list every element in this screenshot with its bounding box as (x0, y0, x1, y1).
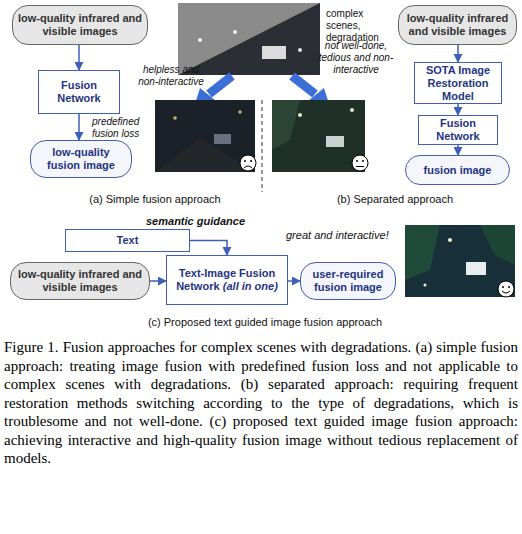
process-box: Text-Image Fusion Network(all in one) (166, 255, 288, 305)
fusion-photo (155, 100, 255, 172)
tree-shape (405, 225, 440, 280)
tree-shape (272, 100, 300, 150)
neutral-face (352, 155, 368, 171)
process-box: SOTA Image Restoration Model (414, 62, 502, 104)
light-dot (233, 30, 237, 34)
car-shape (262, 46, 286, 59)
box-body: fusion image (424, 164, 492, 177)
process-box: low-quality infrared and visible images (398, 5, 517, 45)
face-eye (362, 160, 364, 162)
car-shape (326, 136, 344, 147)
box-text: low-quality fusion image (47, 146, 115, 171)
face-mouth (502, 291, 510, 293)
light-dot (424, 284, 427, 287)
annotation-label: great and interactive! (286, 229, 396, 242)
big-arrow-shaft (292, 76, 315, 94)
process-box: low-quality infrared and visible images (10, 262, 150, 300)
box-body: low-quality infrared and visible images (403, 12, 512, 38)
road-shape (155, 138, 255, 172)
box-body: low-quality infrared and visible images (15, 268, 145, 294)
car-shape (214, 134, 231, 144)
process-box: Fusion Network (418, 115, 498, 145)
light-dot (198, 38, 202, 42)
box-text: low-quality infrared and visible images (407, 12, 508, 37)
box-body: low-quality fusion image (35, 146, 127, 172)
process-box: Fusion Network (38, 70, 120, 114)
box-text: fusion image (424, 164, 492, 176)
big-arrow-shaft (209, 76, 232, 94)
face-mouth (356, 166, 364, 167)
face-outline (498, 281, 514, 297)
process-box: user-required fusion image (300, 262, 396, 300)
fusion-photo (405, 225, 515, 297)
edge-label: semantic guidance (146, 215, 256, 228)
fusion-photo (272, 100, 365, 172)
box-text: low-quality infrared and visible images (18, 12, 142, 37)
annotation-label: (b) Separated approach (310, 193, 480, 206)
arrow-connector (457, 104, 459, 115)
face-outline (352, 155, 368, 171)
tree-shape (480, 225, 515, 265)
annotation-label: complex scenes, degradation (326, 8, 398, 44)
annotation-label: (c) Proposed text guided image fusion ap… (110, 316, 420, 329)
process-box: fusion image (405, 155, 510, 185)
annotation-label: (a) Simple fusion approach (60, 193, 250, 206)
arrow-connector (190, 241, 227, 256)
arrow-connector (288, 280, 300, 282)
arrow-connector (457, 45, 459, 62)
edge-label: predefined fusion loss (92, 116, 150, 140)
light-dot (448, 238, 452, 242)
box-body: Fusion Network (43, 79, 115, 105)
arrow-connector (457, 145, 459, 155)
process-box: Text (65, 229, 190, 252)
box-text: Fusion Network (57, 79, 100, 104)
light-dot (173, 116, 177, 120)
face-eye (250, 160, 252, 162)
car-shape (466, 262, 486, 275)
box-body: Fusion Network (423, 117, 493, 143)
box-text: (all in one) (223, 280, 278, 292)
arrow-connector (78, 45, 80, 70)
annotation-label: helpless and non-interactive (138, 64, 204, 88)
divider-line (262, 100, 263, 192)
face-eye (502, 286, 504, 288)
face-mouth (244, 166, 252, 168)
box-text: SOTA Image Restoration Model (426, 64, 490, 102)
happy-face (498, 281, 514, 297)
arrow-connector (78, 114, 80, 140)
box-text: Fusion Network (436, 117, 479, 142)
box-body: SOTA Image Restoration Model (419, 64, 497, 103)
sad-face (240, 155, 256, 171)
figure-caption: Figure 1. Fusion approaches for complex … (4, 338, 518, 468)
box-text: Text (117, 234, 139, 246)
box-body: Text-Image Fusion Network(all in one) (171, 267, 283, 293)
annotation-label: not well-done, tedious and non-interacti… (318, 40, 394, 76)
box-body: user-required fusion image (305, 268, 391, 294)
process-box: low-quality fusion image (30, 140, 132, 178)
face-eye (508, 286, 510, 288)
face-eye (244, 160, 246, 162)
light-dot (350, 108, 354, 112)
light-dot (298, 48, 302, 52)
box-body: low-quality infrared and visible images (17, 12, 143, 38)
face-eye (356, 160, 358, 162)
light-dot (298, 113, 302, 117)
box-text: user-required fusion image (313, 268, 384, 293)
scene-photo (178, 3, 320, 75)
arrow-connector (150, 280, 166, 282)
face-outline (240, 155, 256, 171)
light-dot (238, 110, 242, 114)
box-body: Text (117, 234, 139, 247)
process-box: low-quality infrared and visible images (12, 5, 148, 45)
infrared-half (178, 3, 320, 75)
box-text: low-quality infrared and visible images (18, 268, 142, 293)
